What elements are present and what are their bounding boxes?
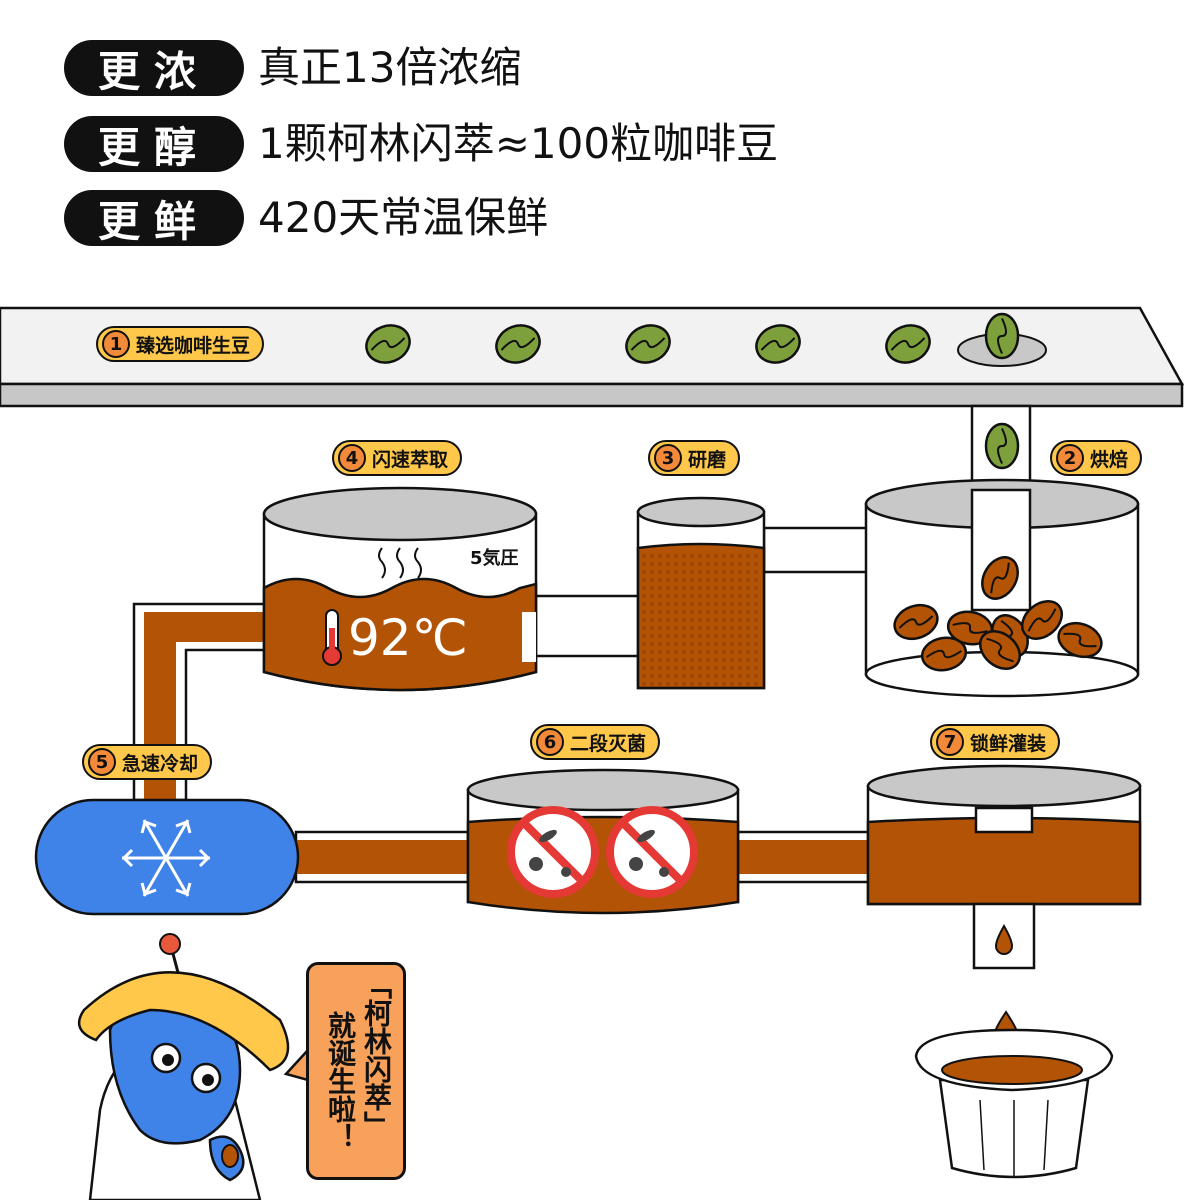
- step-number: 7: [936, 728, 964, 756]
- step-number: 6: [536, 728, 564, 756]
- step-7-badge: 7 锁鲜灌装: [930, 724, 1061, 760]
- step-number: 3: [654, 444, 682, 472]
- headline-text-richer: 真正13倍浓缩: [258, 43, 522, 92]
- speech-bubble: 「柯林闪萃」 就诞生啦！: [306, 962, 406, 1180]
- step-label: 臻选咖啡生豆: [136, 334, 251, 357]
- coffee-capsule-icon: [914, 1028, 1114, 1179]
- coffee-drop-icon: [994, 923, 1014, 955]
- headline-text-mellower: 1颗柯林闪萃≈100粒咖啡豆: [258, 119, 779, 168]
- steam-icon: [378, 547, 422, 579]
- thermometer-icon: [322, 609, 342, 666]
- green-coffee-bean-icon: [625, 324, 671, 364]
- headline-badge-richer: 更浓: [64, 40, 244, 96]
- temperature-label: 92℃: [348, 609, 468, 667]
- headline-badge-fresher: 更鲜: [64, 190, 244, 246]
- step-number: 4: [338, 444, 366, 472]
- speech-line-1: 「柯林闪萃」: [360, 971, 393, 1139]
- step-label: 烘焙: [1090, 448, 1129, 471]
- step-number: 5: [88, 748, 116, 776]
- no-bacteria-icon: [606, 806, 698, 898]
- step-label: 二段灭菌: [570, 732, 647, 755]
- green-coffee-bean-icon: [495, 324, 541, 364]
- step-2-badge: 2 烘焙: [1050, 440, 1143, 476]
- green-coffee-bean-icon: [755, 324, 801, 364]
- no-bacteria-icon: [507, 806, 599, 898]
- step-6-badge: 6 二段灭菌: [530, 724, 661, 760]
- step-number: 1: [102, 330, 130, 358]
- speech-line-2: 就诞生啦！: [324, 1011, 357, 1151]
- robot-mascot-icon: [77, 933, 290, 1200]
- step-4-badge: 4 闪速萃取: [332, 440, 463, 476]
- green-coffee-bean-icon: [984, 312, 1020, 360]
- conveyor-belt: [0, 306, 1185, 408]
- step-label: 锁鲜灌装: [970, 732, 1047, 755]
- roasted-coffee-bean-icon: [920, 636, 968, 672]
- roasted-coffee-bean-icon: [979, 630, 1021, 670]
- headline-badge-mellower: 更醇: [64, 116, 244, 172]
- roasted-coffee-bean-icon: [981, 556, 1019, 600]
- step-number: 2: [1056, 444, 1084, 472]
- step-3-badge: 3 研磨: [648, 440, 741, 476]
- pressure-label: 5気圧: [470, 548, 519, 569]
- roasted-coffee-bean-icon: [1057, 621, 1103, 659]
- step-label: 闪速萃取: [372, 448, 449, 471]
- step-label: 急速冷却: [122, 752, 199, 775]
- filler-tank: [866, 764, 1142, 970]
- roasted-coffee-bean-icon: [946, 610, 994, 646]
- step-5-badge: 5 急速冷却: [82, 744, 213, 780]
- headline-text-fresher: 420天常温保鲜: [258, 193, 549, 242]
- green-coffee-bean-icon: [885, 324, 931, 364]
- green-coffee-bean-icon: [984, 422, 1020, 470]
- snowflake-icon: [121, 819, 211, 897]
- speech-bubble-tail: [283, 1046, 310, 1082]
- green-coffee-bean-icon: [365, 324, 411, 364]
- roasted-coffee-bean-icon: [1021, 600, 1063, 640]
- step-label: 研磨: [688, 448, 727, 471]
- roasted-coffee-bean-icon: [893, 603, 939, 641]
- step-1-badge: 1 臻选咖啡生豆: [96, 326, 265, 362]
